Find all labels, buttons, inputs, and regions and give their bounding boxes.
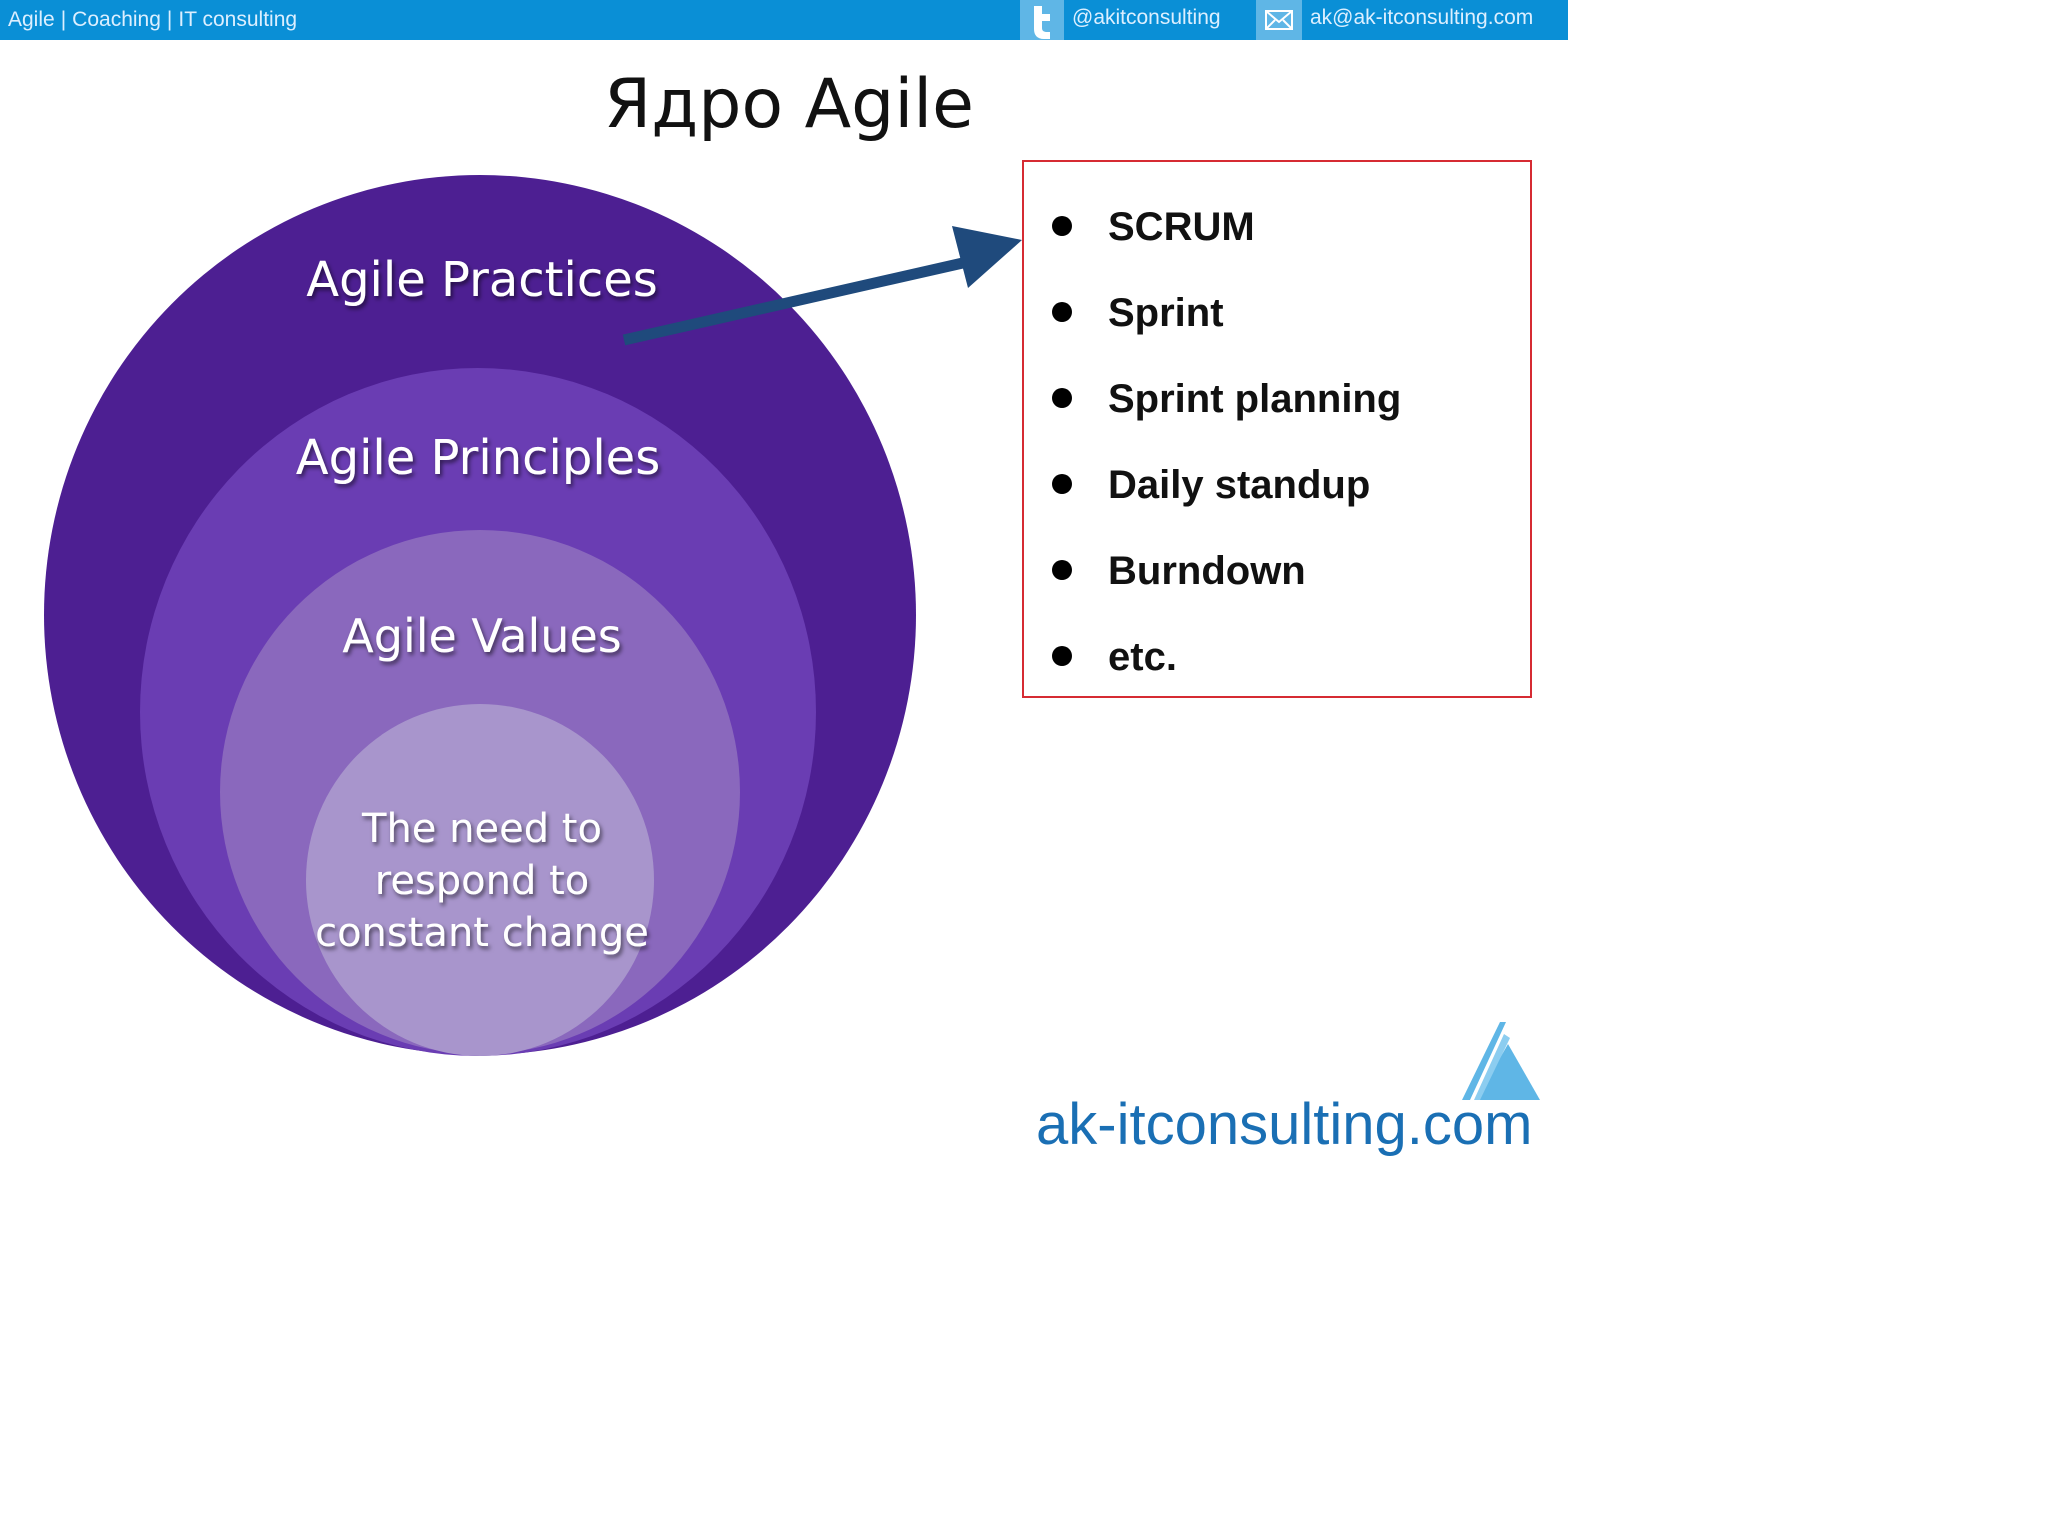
list-item: Sprint planning [1052,374,1401,424]
bullet-icon [1052,302,1072,323]
ring-label-core-line1: The need to [361,806,602,852]
ring-core [306,704,654,1056]
list-item-label: Burndown [1108,549,1306,593]
list-item-label: Sprint planning [1108,377,1402,421]
triangle-logo-icon [1462,1022,1540,1100]
list-item: Daily standup [1052,460,1370,510]
tagline: Agile|Coaching|IT consulting [8,6,297,34]
arrow-shaft [622,254,978,346]
list-item: SCRUM [1052,202,1255,252]
twitter-handle[interactable]: @akitconsulting [1072,6,1221,29]
top-bar: Agile|Coaching|IT consulting @akitconsul… [0,0,1568,40]
list-item: Burndown [1052,546,1306,596]
tagline-separator: | [60,8,67,31]
tagline-agile: Agile [8,8,55,31]
site-logo-text[interactable]: ak-itconsulting.com [1036,1092,1533,1157]
ring-label-practices: Agile Practices [306,252,658,308]
list-item: Sprint [1052,288,1224,338]
bullet-icon [1052,474,1072,495]
bullet-icon [1052,388,1072,409]
list-item-label: etc. [1108,635,1177,679]
bullet-icon [1052,646,1072,667]
bullet-icon [1052,560,1072,581]
list-item: etc. [1052,632,1177,682]
ring-label-core-line2: respond to [375,858,590,904]
tagline-coaching: Coaching [72,8,161,31]
page-title: Ядро Agile [604,65,974,144]
bullet-icon [1052,216,1072,237]
list-item-label: SCRUM [1108,205,1255,249]
agile-core-diagram: Agile Practices Agile Principles Agile V… [44,175,1022,1056]
email-address[interactable]: ak@ak-itconsulting.com [1310,6,1534,29]
tagline-it-consulting: IT consulting [178,8,298,31]
arrow-head [952,226,1022,288]
mail-icon[interactable] [1256,0,1302,40]
practices-list-box: SCRUM Sprint Sprint planning Daily stand… [1022,160,1532,698]
twitter-icon[interactable] [1020,0,1064,40]
tagline-separator: | [166,8,173,31]
ring-label-principles: Agile Principles [296,430,660,486]
ring-label-values: Agile Values [342,609,621,663]
list-item-label: Daily standup [1108,463,1371,507]
ring-label-core-line3: constant change [315,910,649,956]
list-item-label: Sprint [1108,291,1224,335]
